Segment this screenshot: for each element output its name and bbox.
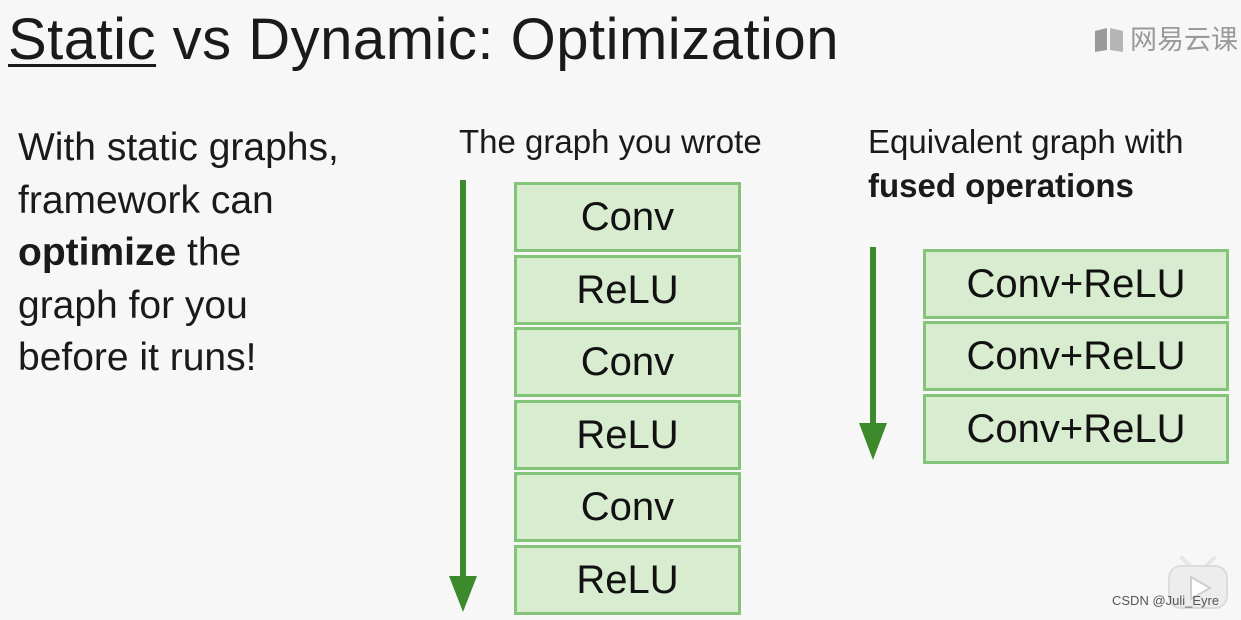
left-box-1: Conv — [514, 182, 741, 252]
right-column-heading-line-1: Equivalent graph with — [868, 123, 1184, 160]
right-column-heading-bold: fused operations — [868, 167, 1134, 204]
intro-line-5: before it runs! — [18, 336, 257, 379]
right-box-1: Conv+ReLU — [923, 249, 1229, 319]
footer-credit: CSDN @Juli_Eyre — [1112, 593, 1220, 608]
right-box-2: Conv+ReLU — [923, 321, 1229, 391]
watermark: 网易云课 — [1092, 24, 1238, 56]
right-box-3: Conv+ReLU — [923, 394, 1229, 464]
intro-bold-word: optimize — [18, 231, 177, 274]
watermark-text: 网易云课 — [1130, 25, 1238, 55]
left-box-3: Conv — [514, 327, 741, 397]
left-column-heading: The graph you wrote — [459, 123, 762, 160]
left-box-4: ReLU — [514, 400, 741, 470]
left-box-6: ReLU — [514, 545, 741, 615]
play-button-icon[interactable] — [1166, 548, 1230, 612]
title-underlined-word: Static — [8, 7, 157, 72]
title-rest: vs Dynamic: Optimization — [156, 7, 839, 72]
right-column-heading-line-2: fused operations — [868, 164, 1134, 207]
intro-line-3: optimize the — [18, 227, 418, 280]
flow-arrow-left — [449, 180, 477, 612]
left-box-2: ReLU — [514, 255, 741, 325]
netease-cloud-class-icon — [1095, 28, 1123, 52]
left-box-5: Conv — [514, 472, 741, 542]
intro-line-3-rest: the — [176, 231, 242, 274]
intro-text: With static graphs, framework can optimi… — [18, 122, 418, 385]
slide-title: Static vs Dynamic: Optimization — [8, 2, 839, 78]
flow-arrow-right — [859, 247, 887, 460]
intro-line-1: With static graphs, — [18, 126, 339, 169]
intro-line-2: framework can — [18, 178, 274, 222]
intro-line-4: graph for you — [18, 283, 248, 327]
